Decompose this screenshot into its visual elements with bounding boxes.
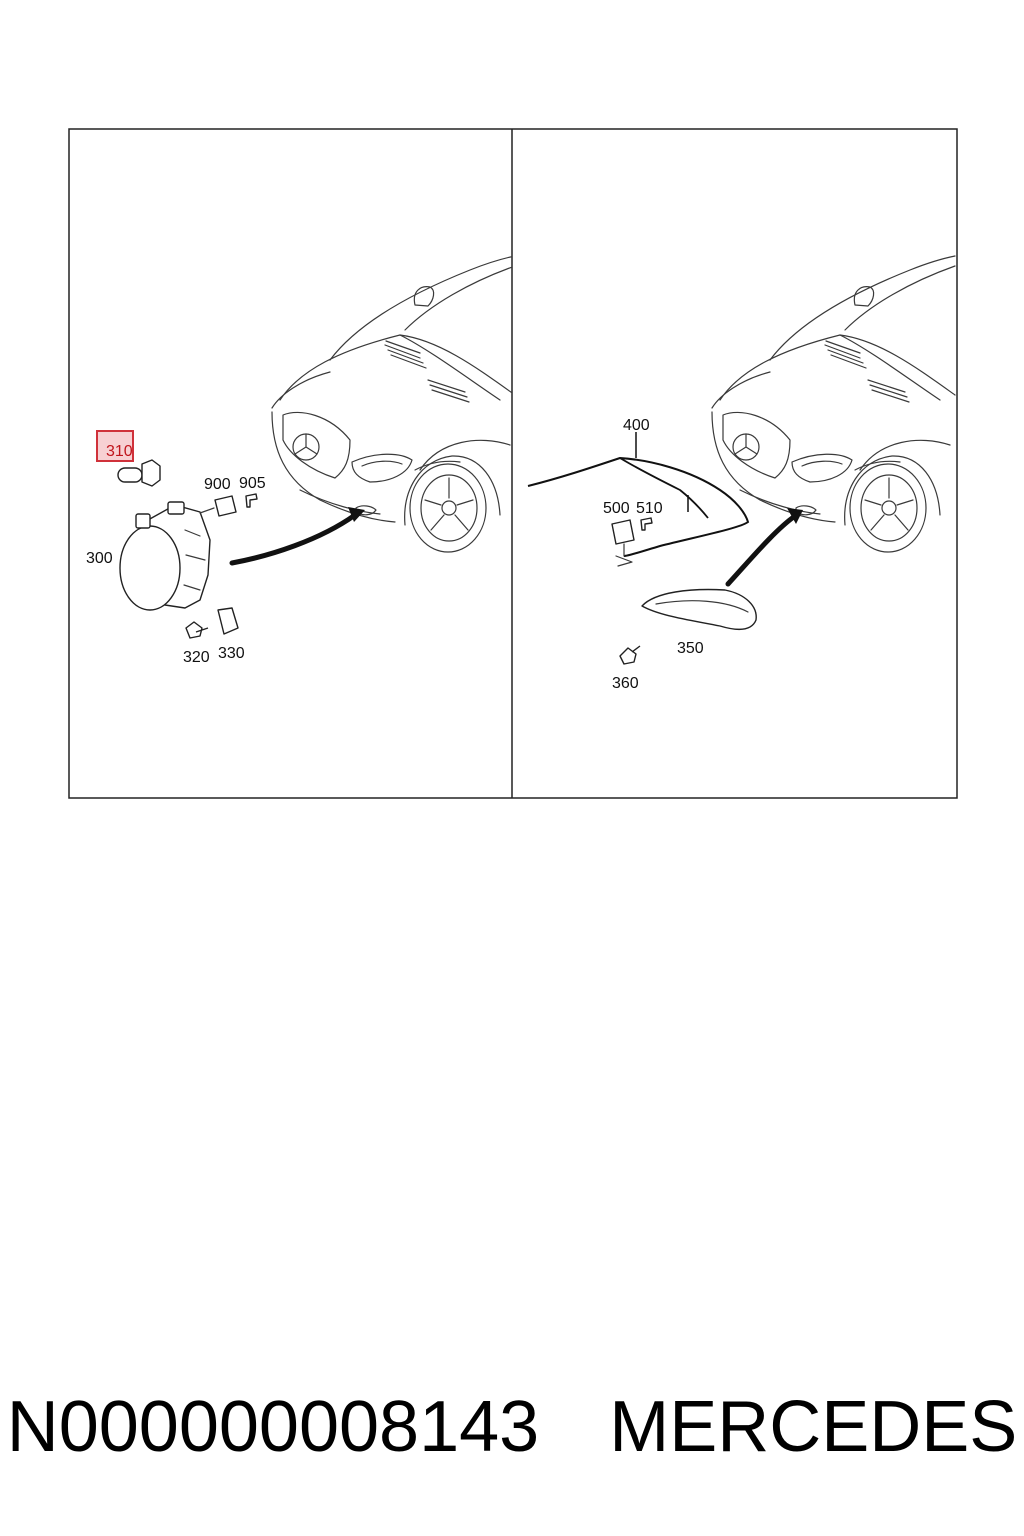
brand-name: MERCEDES bbox=[609, 1387, 1018, 1467]
callout-500[interactable]: 500 bbox=[603, 500, 630, 517]
diagram-frame bbox=[68, 128, 958, 799]
bulb-310 bbox=[117, 459, 161, 487]
part-number: N000000008143 bbox=[6, 1387, 540, 1467]
footer-caption: N000000008143 MERCEDES bbox=[0, 1372, 1024, 1482]
pin-510 bbox=[640, 517, 653, 531]
callout-330[interactable]: 330 bbox=[218, 645, 245, 662]
pointer-arrow-left bbox=[229, 512, 358, 566]
callout-510[interactable]: 510 bbox=[636, 500, 663, 517]
connector-500 bbox=[611, 519, 635, 545]
right-panel: 400 500 510 350 360 bbox=[527, 255, 956, 692]
fog-lamp-300 bbox=[119, 501, 211, 611]
arrow-head-left bbox=[348, 507, 365, 522]
arrow-head-right bbox=[787, 508, 803, 524]
callout-905[interactable]: 905 bbox=[239, 475, 266, 492]
car-front-left bbox=[271, 255, 512, 553]
callout-900[interactable]: 900 bbox=[204, 476, 231, 493]
pin-905 bbox=[245, 493, 258, 508]
pointer-arrow-right bbox=[725, 513, 798, 587]
left-panel: 310 900 905 300 320 330 bbox=[86, 255, 512, 666]
callout-300[interactable]: 300 bbox=[86, 550, 113, 567]
callout-400[interactable]: 400 bbox=[623, 417, 650, 434]
screw-320 bbox=[185, 621, 209, 639]
clip-330 bbox=[217, 607, 239, 635]
callout-350[interactable]: 350 bbox=[677, 640, 704, 657]
car-front-right bbox=[711, 255, 956, 553]
wiring-harness-400 bbox=[527, 456, 750, 557]
callout-310[interactable]: 310 bbox=[106, 443, 133, 460]
callout-320[interactable]: 320 bbox=[183, 649, 210, 666]
connector-900 bbox=[214, 495, 237, 517]
screw-360 bbox=[619, 645, 641, 665]
callout-360[interactable]: 360 bbox=[612, 675, 639, 692]
drl-lamp-350 bbox=[641, 588, 757, 631]
highlight-box-310 bbox=[96, 430, 134, 462]
